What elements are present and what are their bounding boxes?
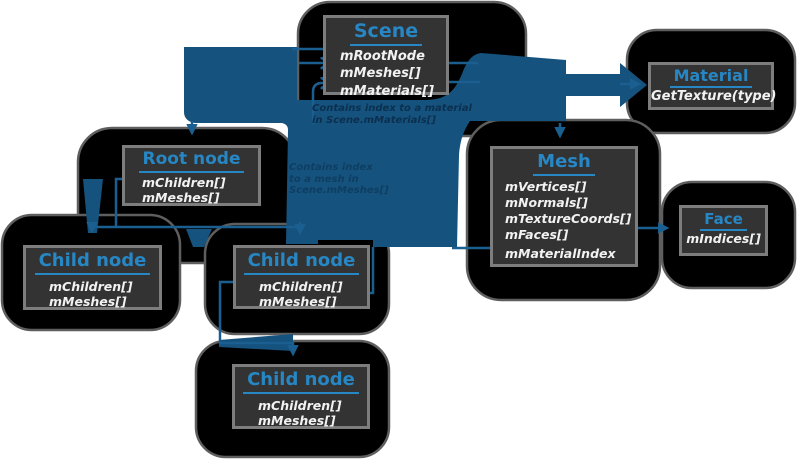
- midchild-children-line: [218, 280, 293, 345]
- scene-member-mmaterials: mMaterials[]: [340, 83, 435, 99]
- connector-lines: [86, 47, 670, 357]
- mesh-index-note: Contains index to a mesh in Scene.mMeshe…: [289, 162, 409, 197]
- mesh-index-note-line1: Contains index: [289, 162, 373, 173]
- scene-box: Scene mRootNode mMeshes[] mMaterials[]: [323, 15, 449, 99]
- central-blue-blob: [184, 47, 647, 247]
- thick-arrow-left-child: [83, 179, 103, 233]
- root-node-box: Root node mChildren[] mMeshes[]: [122, 145, 261, 206]
- root-children-line: [92, 177, 300, 229]
- material-title: Material: [669, 66, 753, 89]
- mesh-title: Mesh: [533, 151, 595, 176]
- mesh-index-note-line3: Scene.mMeshes[]: [289, 185, 389, 196]
- material-index-note-line1: Contains index to a material: [312, 103, 472, 114]
- child-node-middle-members: mChildren[] mMeshes[]: [236, 279, 367, 310]
- material-member-gettexture: GetTexture(type): [651, 89, 777, 105]
- child-node-left-title: Child node: [34, 250, 151, 275]
- arrow-into-scene-mmaterials: [311, 83, 328, 124]
- child-node-bottom-box: Child node mChildren[] mMeshes[]: [232, 364, 370, 429]
- mesh-members: mVertices[] mNormals[] mTextureCoords[] …: [493, 179, 635, 262]
- material-index-note: Contains index to a material in Scene.mM…: [312, 103, 487, 126]
- child-middle-member-mchildren: mChildren[]: [259, 278, 343, 294]
- scene-title: Scene: [349, 20, 423, 46]
- mesh-index-note-line2: to a mesh in: [289, 173, 359, 185]
- child-node-left-members: mChildren[] mMeshes[]: [26, 279, 159, 310]
- scene-members: mRootNode mMeshes[] mMaterials[]: [326, 48, 446, 101]
- mesh-member-mvertices: mVertices[]: [505, 178, 587, 194]
- child-bottom-member-mmeshes: mMeshes[]: [258, 413, 336, 429]
- child-bottom-member-mchildren: mChildren[]: [258, 397, 342, 413]
- root-node-title: Root node: [138, 149, 245, 173]
- child-node-bottom-title: Child node: [243, 369, 359, 394]
- mesh-member-mnormals: mNormals[]: [505, 194, 588, 210]
- material-index-note-line2: in Scene.mMaterials[]: [312, 114, 436, 126]
- face-title: Face: [700, 210, 747, 232]
- mesh-box: Mesh mVertices[] mNormals[] mTextureCoor…: [490, 146, 638, 267]
- material-box: Material GetTexture(type): [648, 62, 777, 110]
- child-node-middle-title: Child node: [243, 250, 360, 275]
- scene-member-mrootnode: mRootNode: [340, 48, 425, 64]
- mesh-member-mfaces: mFaces[]: [505, 226, 569, 242]
- thick-arrow-stub-center: [186, 229, 212, 247]
- root-member-mmeshes: mMeshes[]: [142, 190, 220, 206]
- scene-member-mmeshes: mMeshes[]: [340, 66, 421, 82]
- child-node-middle-box: Child node mChildren[] mMeshes[]: [233, 245, 370, 309]
- material-members: GetTexture(type): [651, 89, 777, 105]
- root-node-members: mChildren[] mMeshes[]: [125, 175, 258, 206]
- child-node-left-box: Child node mChildren[] mMeshes[]: [23, 245, 162, 310]
- face-box: Face mIndices[]: [679, 205, 768, 256]
- mesh-member-mmaterialindex: mMaterialIndex: [505, 245, 616, 261]
- mesh-member-mtexturecoords: mTextureCoords[]: [505, 210, 632, 226]
- root-member-mchildren: mChildren[]: [142, 174, 226, 190]
- face-members: mIndices[]: [682, 231, 765, 246]
- face-member-mindices: mIndices[]: [686, 231, 761, 247]
- child-left-member-mmeshes: mMeshes[]: [49, 294, 127, 310]
- child-middle-member-mmeshes: mMeshes[]: [259, 294, 337, 310]
- child-left-member-mchildren: mChildren[]: [49, 278, 133, 294]
- child-node-bottom-members: mChildren[] mMeshes[]: [235, 398, 367, 429]
